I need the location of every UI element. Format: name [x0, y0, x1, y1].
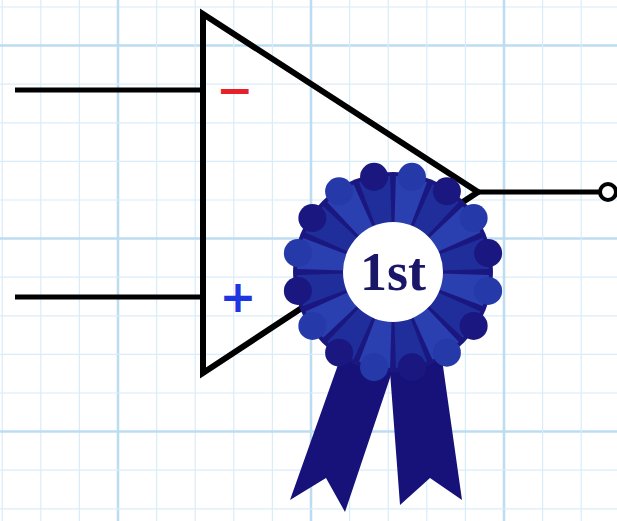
grid-line	[195, 0, 196, 521]
op-amp-triangle	[203, 14, 478, 373]
grid-line	[0, 161, 617, 162]
grid-line	[117, 0, 120, 521]
grid-line	[0, 354, 617, 355]
grid-line	[0, 44, 617, 47]
rosette-scallop	[325, 177, 353, 205]
pin-sign: +	[220, 275, 257, 319]
rosette-scallop	[298, 312, 326, 340]
grid-line	[0, 6, 617, 7]
pin-sign: −	[217, 68, 254, 112]
rosette-scallop	[398, 353, 426, 381]
rosette-scallop	[474, 277, 502, 305]
grid-line	[503, 0, 506, 521]
grid-line	[0, 122, 617, 123]
rosette-scallop	[433, 177, 461, 205]
rosette-scallop	[460, 312, 488, 340]
rosette-scallop	[474, 239, 502, 267]
grid-line	[79, 0, 80, 521]
award-text: 1st	[360, 245, 426, 299]
output-terminal	[600, 184, 616, 200]
rosette-scallop	[298, 204, 326, 232]
grid-line	[542, 0, 543, 521]
rosette-scallop	[460, 204, 488, 232]
rosette-scallop	[398, 163, 426, 191]
inverting-input-wire	[15, 88, 203, 93]
rosette-scallop	[284, 239, 312, 267]
grid-line	[272, 0, 273, 521]
grid-line	[2, 0, 3, 521]
grid-line	[156, 0, 157, 521]
grid-line	[0, 508, 617, 509]
rosette-center: 1st	[343, 222, 443, 322]
rosette-scallop	[284, 277, 312, 305]
ribbon-tails	[290, 345, 462, 512]
rosette	[284, 163, 502, 381]
ribbon-tail	[390, 345, 462, 505]
rosette-scallop	[325, 339, 353, 367]
grid-line	[0, 430, 617, 433]
noninverting-input-wire	[15, 295, 203, 300]
rosette-base	[293, 172, 493, 372]
rosette-scallop	[433, 339, 461, 367]
rosette-scallop	[360, 163, 388, 191]
rosette-scallop	[360, 353, 388, 381]
grid-line	[40, 0, 41, 521]
grid-line	[581, 0, 582, 521]
grid-line	[0, 199, 617, 200]
output-wire	[478, 190, 599, 195]
grid-line	[0, 392, 617, 393]
ribbon-tail	[290, 345, 392, 512]
